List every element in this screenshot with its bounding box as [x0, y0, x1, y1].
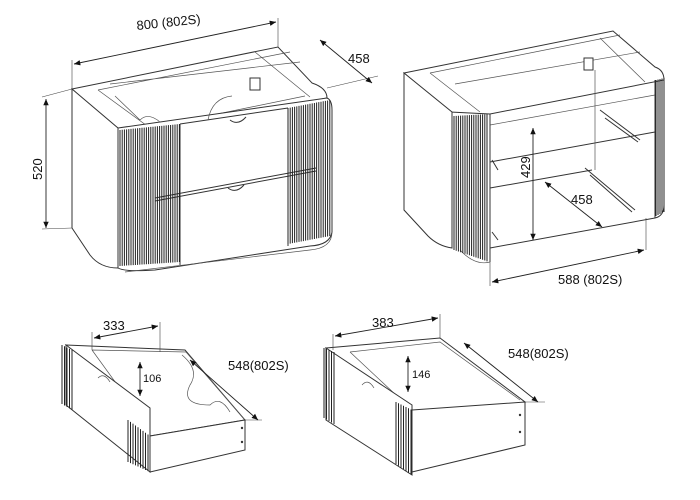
bracket-icon: [249, 77, 261, 91]
fluted-drawer-front-left: [323, 348, 335, 424]
drawer-depth-label: 548(802S): [508, 346, 569, 361]
height-label: 520: [30, 158, 45, 180]
fluted-panel-right: [287, 100, 331, 244]
depth-label: 458: [348, 51, 370, 66]
drawer-width-label: 333: [103, 318, 125, 333]
cabinet-front-dimensions: 800 (802S) 458 520: [30, 11, 379, 230]
drawer-depth-label: 548(802S): [228, 358, 289, 373]
fluted-drawer-front-right: [395, 402, 412, 475]
width-label: 800 (802S): [136, 11, 202, 33]
fluted-drawer-front-right: [127, 420, 149, 472]
inner-height-label: 429: [518, 156, 533, 178]
drawer-bottom-dimensions: 383 146 548(802S): [332, 314, 569, 403]
fluted-panel-left: [119, 124, 180, 266]
fluted-panel-left: [453, 114, 488, 262]
inner-width-label: 588 (802S): [558, 272, 622, 287]
cabinet-open-view: [402, 30, 665, 264]
cabinet-front-view: [70, 46, 333, 273]
drawer-top-view: [61, 344, 246, 474]
fluted-drawer-front-left: [61, 345, 73, 410]
drawer-top-dimensions: 333 106 548(802S): [91, 318, 289, 421]
cabinet-open-dimensions: 429 458 588 (802S): [489, 128, 647, 287]
inner-depth-label: 458: [571, 192, 593, 207]
fluted-panel-right: [655, 78, 665, 216]
drawer-bottom-view: [323, 337, 527, 476]
drawer-height-label: 106: [143, 373, 161, 385]
drawer-height-label: 146: [412, 369, 430, 381]
bracket-icon: [583, 57, 594, 71]
drawer-width-label: 383: [372, 315, 394, 330]
